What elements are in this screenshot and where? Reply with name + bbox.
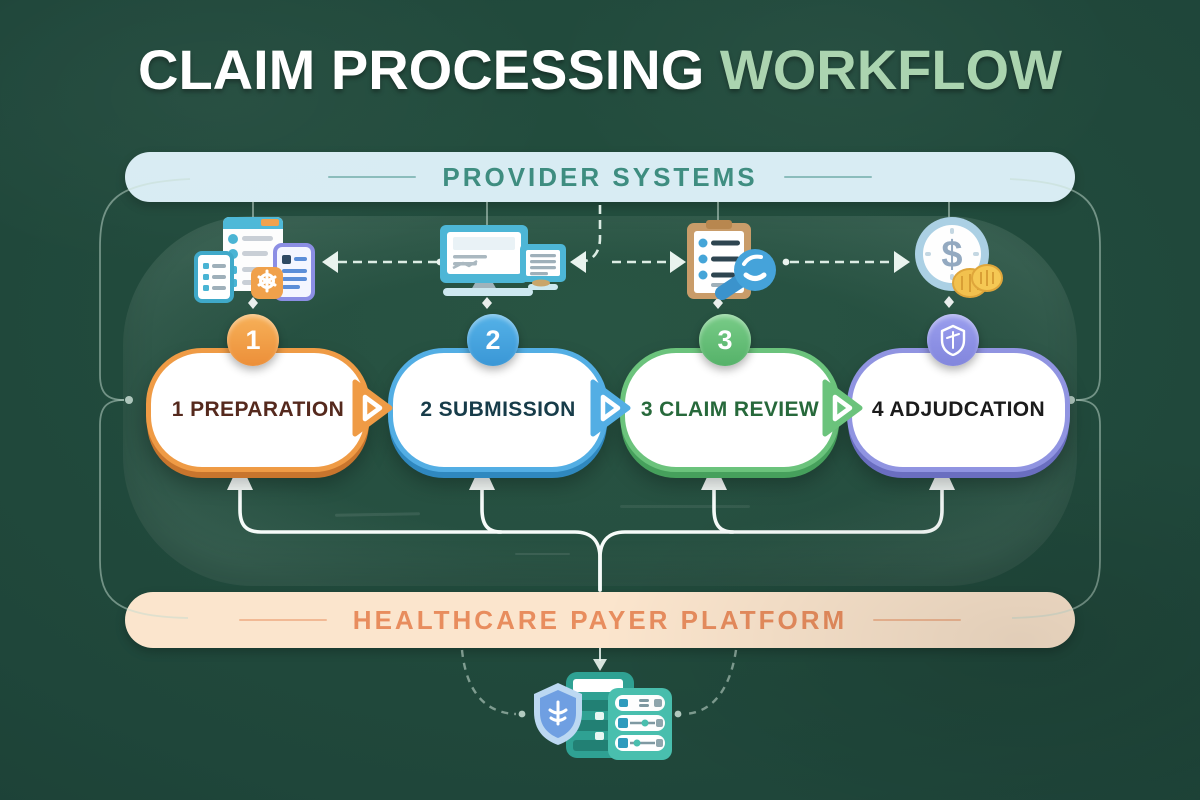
stage-2-arrow-icon: [590, 379, 631, 437]
chalk-streak: [515, 553, 570, 555]
secure-claims-server-icon: [515, 668, 705, 785]
stage-3-arrow-icon: [822, 379, 863, 437]
chalk-streak: [620, 505, 750, 508]
stage-1-badge: 1: [227, 314, 279, 366]
banner-rule-left: [238, 619, 327, 621]
stage-3-badge: 3: [699, 314, 751, 366]
shield-badge-icon: [940, 324, 966, 356]
payer-banner-label: HEALTHCARE PAYER PLATFORM: [352, 604, 848, 635]
provider-systems-banner: PROVIDER SYSTEMS: [125, 152, 1075, 202]
stage-1-arrow-icon: [352, 379, 393, 437]
stage-3-pill: 3 CLAIM REVIEW: [620, 348, 840, 472]
svg-text:$: $: [941, 234, 962, 276]
banner-rule-right: [783, 176, 872, 178]
page-title: CLAIM PROCESSING WORKFLOW: [0, 42, 1200, 98]
stage-1-label: 1 PREPARATION: [171, 398, 345, 421]
stage-2-badge: 2: [467, 314, 519, 366]
claim-documents-icon: [193, 211, 315, 308]
stage-2-label: 2 SUBMISSION: [420, 398, 576, 421]
stage-3-label: 3 CLAIM REVIEW: [640, 398, 820, 421]
banner-rule-left: [328, 176, 417, 178]
payment-coin-icon: $: [898, 214, 1004, 303]
provider-banner-label: PROVIDER SYSTEMS: [442, 161, 758, 192]
stage-2-number: 2: [485, 324, 501, 355]
stage-2-pill: 2 SUBMISSION: [388, 348, 608, 472]
stage-1-number: 1: [245, 324, 261, 355]
banner-rule-right: [873, 619, 962, 621]
stage-4-pill: 4 ADJUDCATION: [847, 348, 1070, 472]
stage-4-badge: [927, 314, 979, 366]
stage-3-number: 3: [717, 324, 733, 355]
title-accent: WORKFLOW: [719, 38, 1062, 101]
claim-review-magnifier-icon: [682, 219, 784, 308]
healthcare-payer-platform-banner: HEALTHCARE PAYER PLATFORM: [125, 592, 1075, 648]
stage-1-pill: 1 PREPARATION: [146, 348, 370, 472]
stage-4-label: 4 ADJUDCATION: [871, 398, 1046, 421]
title-main: CLAIM PROCESSING: [138, 38, 705, 101]
workstations-icon: [436, 222, 568, 301]
